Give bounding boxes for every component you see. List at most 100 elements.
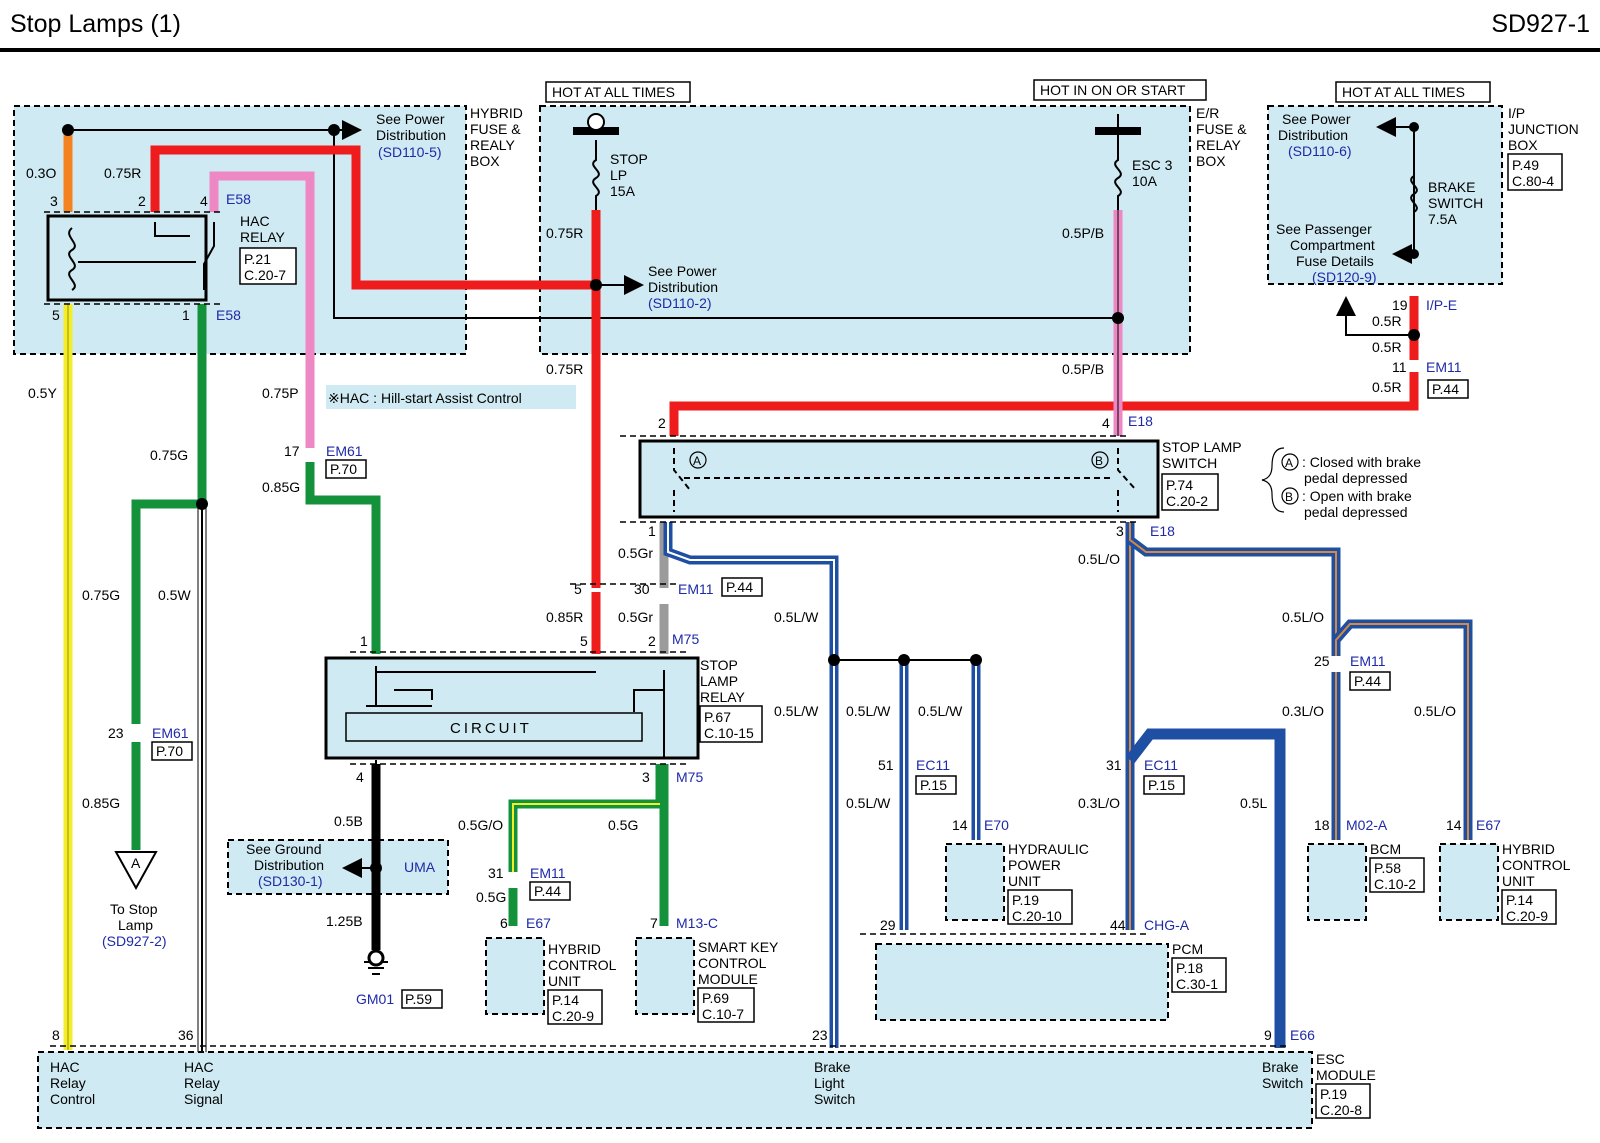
hac-legend: ※HAC : Hill-start Assist Control xyxy=(328,390,522,406)
pin: 3 xyxy=(50,193,58,209)
hcu-right-l2: CONTROL xyxy=(1502,857,1571,873)
fuse-stop-l3: 15A xyxy=(610,183,636,199)
hac-coil xyxy=(68,227,76,291)
sls-page: P.74 xyxy=(1166,477,1193,493)
wl-05Y: 0.5Y xyxy=(28,385,57,401)
gnd-see-ref[interactable]: (SD130-1) xyxy=(258,873,323,889)
ip-see-ref[interactable]: (SD110-6) xyxy=(1288,143,1352,159)
conn-em61-a: EM61 xyxy=(326,443,363,459)
slr-page: P.67 xyxy=(704,709,731,725)
hyd-l1: HYDRAULIC xyxy=(1008,841,1089,857)
hyd-page: P.19 xyxy=(1012,892,1039,908)
hcu-left-l2: CONTROL xyxy=(548,957,617,973)
ip-pc-ref[interactable]: (SD120-9) xyxy=(1312,269,1377,285)
pin: 4 xyxy=(1102,415,1110,431)
esc-bs-2: Switch xyxy=(1262,1075,1303,1091)
wire-red-hac xyxy=(150,145,596,290)
hac-switch xyxy=(78,222,215,290)
pg-p44-b: P.44 xyxy=(726,579,753,595)
to-stop-a: A xyxy=(131,855,141,871)
junction-dot xyxy=(196,498,208,510)
pin: 19 xyxy=(1392,297,1408,313)
gnd-gm01: GM01 xyxy=(356,991,394,1007)
fuse-stop-lp xyxy=(592,140,600,210)
ip-see-l2: Distribution xyxy=(1278,127,1348,143)
conn-m02a: M02-A xyxy=(1346,817,1388,833)
legend-b: : Open with brake xyxy=(1302,488,1412,504)
legend-a2: pedal depressed xyxy=(1304,470,1408,486)
pin: 2 xyxy=(648,633,656,649)
conn-e66: E66 xyxy=(1290,1027,1315,1043)
sls-l1: STOP LAMP xyxy=(1162,439,1242,455)
wire-green-e58 xyxy=(131,304,207,724)
hac-relay-conn: C.20-7 xyxy=(244,267,286,283)
wire-green-em61 xyxy=(305,462,381,654)
hcu-right-l1: HYBRID xyxy=(1502,841,1555,857)
pin: 14 xyxy=(952,817,968,833)
ip-pc-l3: Fuse Details xyxy=(1296,253,1374,269)
pin: 18 xyxy=(1314,817,1330,833)
conn-m13c: M13-C xyxy=(676,915,718,931)
conn-ec11-b: EC11 xyxy=(1144,757,1178,773)
pin: 23 xyxy=(812,1027,828,1043)
fuse-stop-l1: STOP xyxy=(610,151,648,167)
er-see-ref[interactable]: (SD110-2) xyxy=(648,295,712,311)
ground-dist-box xyxy=(227,839,449,895)
conn-ec11-a: EC11 xyxy=(916,757,950,773)
sls-contacts xyxy=(673,448,1137,512)
sls-l2: SWITCH xyxy=(1162,455,1217,471)
slr-l3: RELAY xyxy=(700,689,746,705)
pg-p70-b: P.70 xyxy=(156,743,183,759)
pin: 3 xyxy=(642,769,650,785)
esc-hac-sig-2: Relay xyxy=(184,1075,220,1091)
smk-l2: CONTROL xyxy=(698,955,767,971)
conn-e67-a: E67 xyxy=(1476,817,1501,833)
legend-a: : Closed with brake xyxy=(1302,454,1421,470)
ip-box-page: P.49 xyxy=(1512,157,1539,173)
conn-e18-a: E18 xyxy=(1128,413,1153,429)
wire-top-bus xyxy=(68,129,1118,319)
ip-box-l3: BOX xyxy=(1508,137,1538,153)
junction-dot xyxy=(590,279,602,291)
wl-05LO-c: 0.5L/O xyxy=(1414,703,1456,719)
esc-page: P.19 xyxy=(1320,1086,1347,1102)
gnd-see-l2: Distribution xyxy=(254,857,324,873)
hybrid-box-l4: BOX xyxy=(470,153,500,169)
gnd-gm01-page: P.59 xyxy=(405,991,432,1007)
hcu-left-l1: HYBRID xyxy=(548,941,601,957)
to-stop-l2: Lamp xyxy=(118,917,153,933)
pin: 17 xyxy=(284,443,300,459)
wl-05LW-d: 0.5L/W xyxy=(918,703,963,719)
relay-circuit-lines xyxy=(366,666,665,758)
hybrid-box-l3: REALY xyxy=(470,137,516,153)
wl-075R-a: 0.75R xyxy=(104,165,141,181)
to-stop-ref[interactable]: (SD927-2) xyxy=(102,933,167,949)
hybrid-see-ref[interactable]: (SD110-5) xyxy=(378,144,442,160)
pin: 51 xyxy=(878,757,894,773)
hcu-right-box xyxy=(1439,843,1499,921)
sls-conn: C.20-2 xyxy=(1166,493,1208,509)
slr-l1: STOP xyxy=(700,657,738,673)
wl-05B: 0.5B xyxy=(334,813,363,829)
wl-05G-b: 0.5G xyxy=(608,817,638,833)
esc-bls-1: Brake xyxy=(814,1059,851,1075)
page-title: Stop Lamps (1) xyxy=(10,10,181,38)
hcu-left-page: P.14 xyxy=(552,992,579,1008)
hac-relay-page: P.21 xyxy=(244,251,271,267)
esc-l2: MODULE xyxy=(1316,1067,1376,1083)
wl-05PB-b: 0.5P/B xyxy=(1062,361,1104,377)
junction-dot xyxy=(1408,329,1420,341)
junction-dot xyxy=(62,124,74,136)
esc-hac-ctrl-2: Relay xyxy=(50,1075,86,1091)
pin: 8 xyxy=(52,1027,60,1043)
hydraulic-box xyxy=(945,843,1005,921)
hcu-left-box xyxy=(485,937,545,1015)
conn-e18-b: E18 xyxy=(1150,523,1175,539)
ip-fuse-l3: 7.5A xyxy=(1428,211,1457,227)
junction-dot xyxy=(828,654,840,666)
pin: 2 xyxy=(658,415,666,431)
pin: 7 xyxy=(650,915,658,931)
er-fuse-box xyxy=(539,105,1191,355)
hcu-right-conn: C.20-9 xyxy=(1506,908,1548,924)
legend-b2: pedal depressed xyxy=(1304,504,1408,520)
